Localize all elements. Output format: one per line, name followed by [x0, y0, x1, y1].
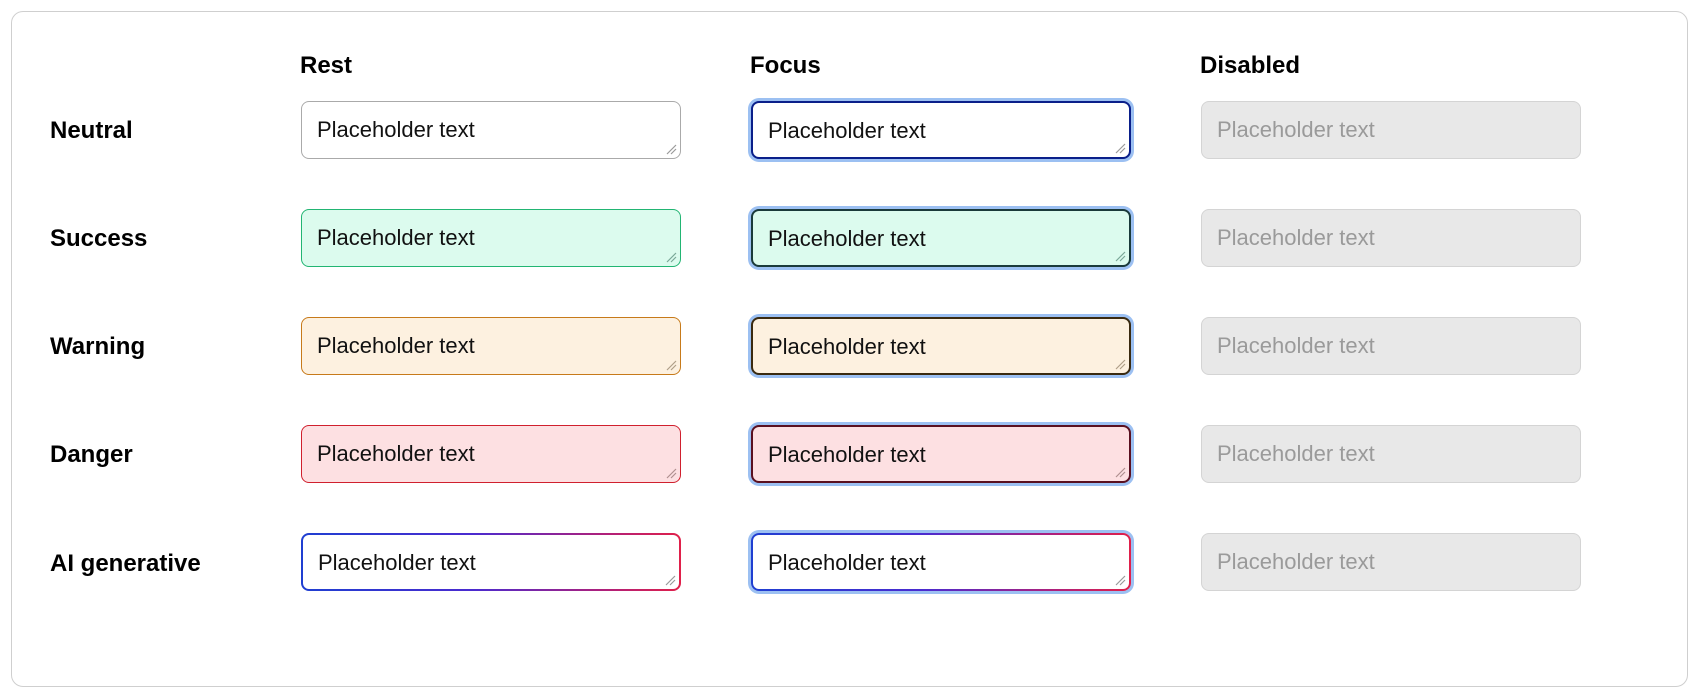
- placeholder-text: Placeholder text: [317, 333, 475, 358]
- placeholder-text: Placeholder text: [768, 226, 926, 251]
- resize-grip-icon[interactable]: [663, 465, 677, 479]
- textarea-success-disabled: Placeholder text: [1201, 209, 1581, 267]
- placeholder-text: Placeholder text: [318, 550, 476, 575]
- textarea-warning-rest[interactable]: Placeholder text: [301, 317, 681, 375]
- placeholder-text: Placeholder text: [1217, 333, 1375, 358]
- placeholder-text: Placeholder text: [1217, 117, 1375, 142]
- textarea-ai-generative-disabled: Placeholder text: [1201, 533, 1581, 591]
- row-label-neutral: Neutral: [50, 117, 133, 144]
- placeholder-text: Placeholder text: [768, 442, 926, 467]
- resize-grip-icon[interactable]: [662, 572, 676, 586]
- textarea-neutral-disabled: Placeholder text: [1201, 101, 1581, 159]
- resize-grip-icon[interactable]: [1112, 356, 1126, 370]
- textarea-neutral-rest[interactable]: Placeholder text: [301, 101, 681, 159]
- textarea-danger-disabled: Placeholder text: [1201, 425, 1581, 483]
- column-header-disabled: Disabled: [1200, 52, 1301, 79]
- placeholder-text: Placeholder text: [317, 117, 475, 142]
- resize-grip-icon[interactable]: [1112, 464, 1126, 478]
- textarea-warning-disabled: Placeholder text: [1201, 317, 1581, 375]
- resize-grip-icon[interactable]: [663, 141, 677, 155]
- textarea-warning-focus[interactable]: Placeholder text: [751, 317, 1131, 375]
- placeholder-text: Placeholder text: [1217, 441, 1375, 466]
- resize-grip-icon[interactable]: [663, 249, 677, 263]
- textarea-danger-rest[interactable]: Placeholder text: [301, 425, 681, 483]
- textarea-ai-generative-rest[interactable]: Placeholder text: [301, 533, 681, 591]
- resize-grip-icon[interactable]: [663, 357, 677, 371]
- placeholder-text: Placeholder text: [1217, 549, 1375, 574]
- textarea-ai-generative-focus[interactable]: Placeholder text: [751, 533, 1131, 591]
- textarea-success-rest[interactable]: Placeholder text: [301, 209, 681, 267]
- row-label-warning: Warning: [50, 333, 146, 360]
- row-label-success: Success: [50, 225, 148, 252]
- resize-grip-icon[interactable]: [1112, 140, 1126, 154]
- textarea-danger-focus[interactable]: Placeholder text: [751, 425, 1131, 483]
- row-label-ai-generative: AI generative: [50, 550, 201, 577]
- column-header-rest: Rest: [300, 52, 353, 79]
- placeholder-text: Placeholder text: [768, 334, 926, 359]
- resize-grip-icon[interactable]: [1112, 248, 1126, 262]
- textarea-success-focus[interactable]: Placeholder text: [751, 209, 1131, 267]
- column-header-focus: Focus: [750, 52, 821, 79]
- row-label-danger: Danger: [50, 441, 133, 468]
- placeholder-text: Placeholder text: [1217, 225, 1375, 250]
- textarea-neutral-focus[interactable]: Placeholder text: [751, 101, 1131, 159]
- resize-grip-icon[interactable]: [1112, 572, 1126, 586]
- placeholder-text: Placeholder text: [317, 441, 475, 466]
- placeholder-text: Placeholder text: [768, 118, 926, 143]
- placeholder-text: Placeholder text: [317, 225, 475, 250]
- placeholder-text: Placeholder text: [768, 550, 926, 575]
